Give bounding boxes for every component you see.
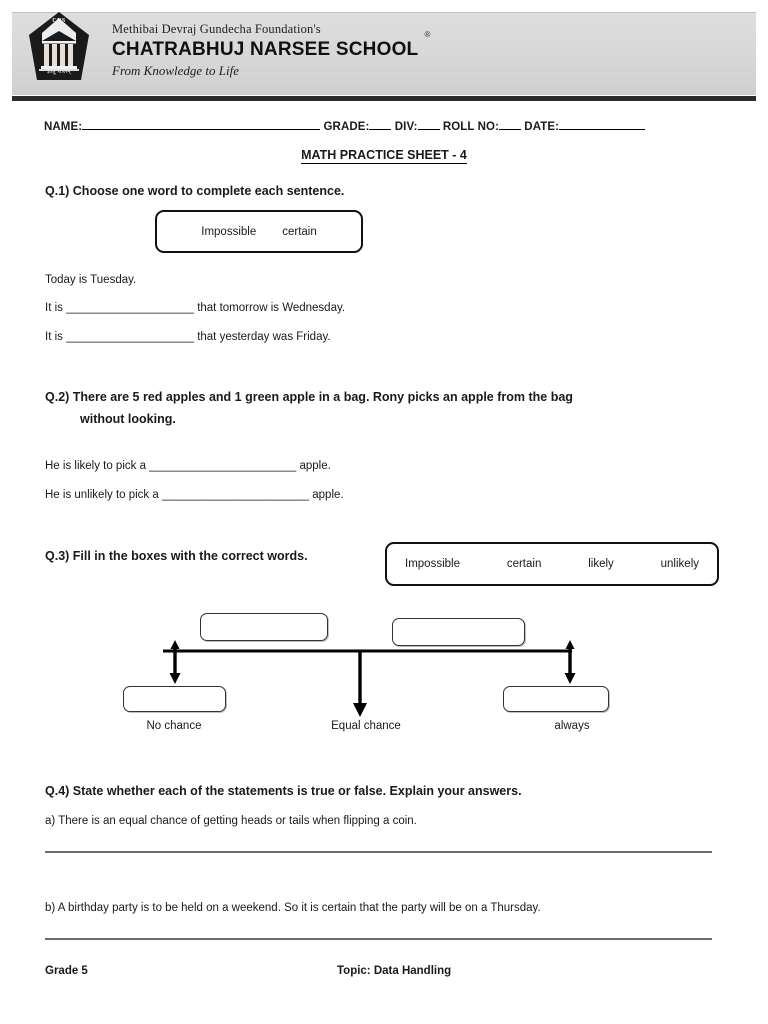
q3-label-always: always [554,720,590,732]
q3-answer-box-bottom-right[interactable] [503,686,609,712]
q3-word-bank: Impossible certain likely unlikely [385,542,719,586]
school-name: CHATRABHUJ NARSEE SCHOOL [112,38,419,60]
question-4-heading: Q.4) State whether each of the statement… [45,784,522,798]
q3-word-option-likely[interactable]: likely [588,558,614,570]
q1-statement-today: Today is Tuesday. [45,274,137,286]
q3-answer-box-top-left[interactable] [200,613,328,641]
q3-answer-box-bottom-left[interactable] [123,686,226,712]
shield-crest-icon [29,12,89,80]
registered-trademark-icon: ® [424,29,431,39]
q3-word-option-unlikely[interactable]: unlikely [660,558,699,570]
q3-word-option-impossible[interactable]: Impossible [405,558,460,570]
q3-label-equal-chance: Equal chance [331,720,401,732]
student-identity-line: NAME: GRADE: DIV: ROLL NO: DATE: [44,118,734,133]
q4-statement-b: b) A birthday party is to be held on a w… [45,902,541,914]
school-logo: CNS ज्ञातु शीलम् [28,11,90,81]
date-blank[interactable] [559,118,646,130]
q4-answer-rule-b[interactable] [45,938,712,940]
logo-monogram: CNS [52,18,66,24]
header-divider-rule [12,96,756,101]
q2-blank-line-unlikely[interactable]: He is unlikely to pick a _______________… [45,489,344,501]
footer-grade: Grade 5 [45,965,88,977]
q1-word-option-certain[interactable]: certain [282,225,317,238]
school-name-row: CHATRABHUJ NARSEE SCHOOL ® [112,30,430,61]
div-label: DIV: [394,121,418,133]
question-2-heading-line-2: without looking. [80,412,176,426]
question-2-heading-line-1: Q.2) There are 5 red apples and 1 green … [45,390,573,404]
logo-devanagari-motto: ज्ञातु शीलम् [47,69,71,75]
roll-no-blank[interactable] [499,118,521,130]
q3-label-no-chance: No chance [146,720,202,732]
q1-word-bank: Impossible certain [155,210,363,253]
div-blank[interactable] [417,118,440,130]
q1-word-option-impossible[interactable]: Impossible [201,225,257,238]
date-label: DATE: [524,121,560,133]
q1-blank-line-2[interactable]: It is ____________________ that yesterda… [45,331,331,343]
question-3-heading: Q.3) Fill in the boxes with the correct … [45,549,308,563]
worksheet-title-text: MATH PRACTICE SHEET - 4 [301,148,467,164]
q2-blank-line-likely[interactable]: He is likely to pick a _________________… [45,460,331,472]
worksheet-title: MATH PRACTICE SHEET - 4 [0,148,768,164]
foundation-name: Methibai Devraj Gundecha Foundation's [112,22,321,36]
diagram-arrows [163,640,576,717]
name-blank[interactable] [82,118,321,130]
school-tagline: From Knowledge to Life [112,62,239,78]
q3-word-option-certain[interactable]: certain [506,558,542,570]
q4-answer-rule-a[interactable] [45,851,712,853]
school-identity-block: Methibai Devraj Gundecha Foundation's CH… [112,22,532,79]
name-label: NAME: [44,121,83,133]
footer-topic: Topic: Data Handling [337,965,452,977]
q1-blank-line-1[interactable]: It is ____________________ that tomorrow… [45,302,346,314]
header-band [12,12,756,95]
q3-answer-box-top-right[interactable] [392,618,525,646]
q4-statement-a: a) There is an equal chance of getting h… [45,815,417,827]
grade-blank[interactable] [369,118,392,130]
question-1-heading: Q.1) Choose one word to complete each se… [45,184,345,198]
roll-no-label: ROLL NO: [442,121,499,133]
q3-probability-scale-diagram: No chance Equal chance always [0,600,768,745]
grade-label: GRADE: [323,121,370,133]
